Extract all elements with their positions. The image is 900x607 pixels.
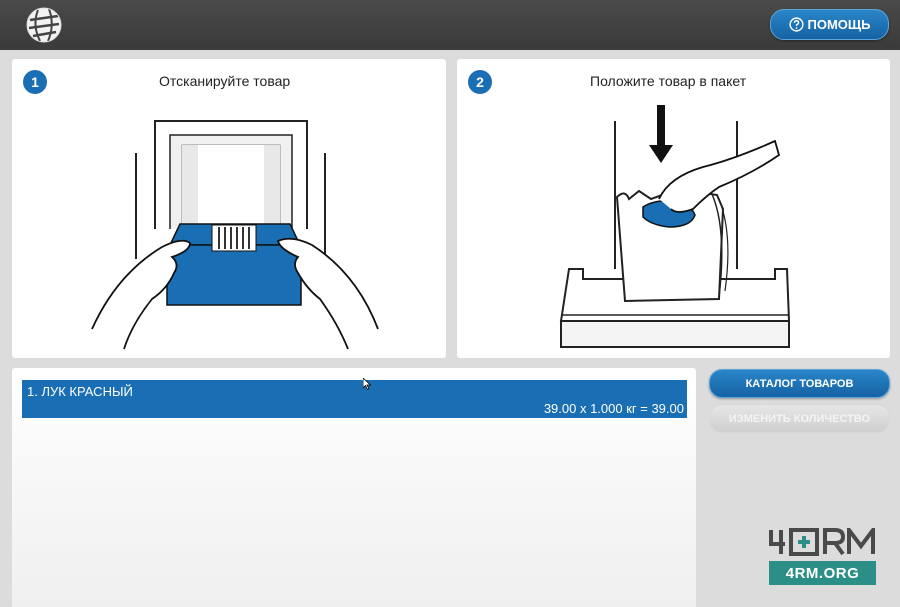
- question-circle-icon: [788, 17, 804, 32]
- scan-item-illustration: [91, 120, 379, 350]
- list-item[interactable]: 1. ЛУК КРАСНЫЙ 39.00 x 1.000 кг = 39.00: [22, 380, 687, 418]
- watermark-4rm-logo: [769, 528, 875, 556]
- watermark-url: 4RM.ORG: [769, 561, 876, 585]
- cart-list[interactable]: 1. ЛУК КРАСНЫЙ 39.00 x 1.000 кг = 39.00: [12, 368, 696, 607]
- step-2-title: Положите товар в пакет: [590, 73, 747, 89]
- globe-logo-icon: [26, 7, 62, 43]
- catalog-button[interactable]: КАТАЛОГ ТОВАРОВ: [709, 369, 890, 398]
- mouse-cursor-icon: [363, 378, 371, 390]
- top-bar: ПОМОЩЬ: [0, 0, 900, 50]
- change-quantity-button[interactable]: ИЗМЕНИТЬ КОЛИЧЕСТВО: [709, 404, 890, 433]
- step-2-badge: 2: [468, 70, 492, 94]
- item-calc: 39.00 x 1.000 кг = 39.00: [543, 401, 684, 416]
- step-2-panel: 2 Положите товар в пакет: [457, 59, 890, 358]
- step-1-panel: 1 Отсканируйте товар: [12, 59, 446, 358]
- bag-item-illustration: [559, 105, 791, 348]
- help-button[interactable]: ПОМОЩЬ: [770, 9, 889, 40]
- help-label: ПОМОЩЬ: [807, 17, 871, 32]
- step-1-title: Отсканируйте товар: [159, 73, 291, 89]
- item-name: 1. ЛУК КРАСНЫЙ: [27, 384, 133, 399]
- step-1-badge: 1: [23, 70, 47, 94]
